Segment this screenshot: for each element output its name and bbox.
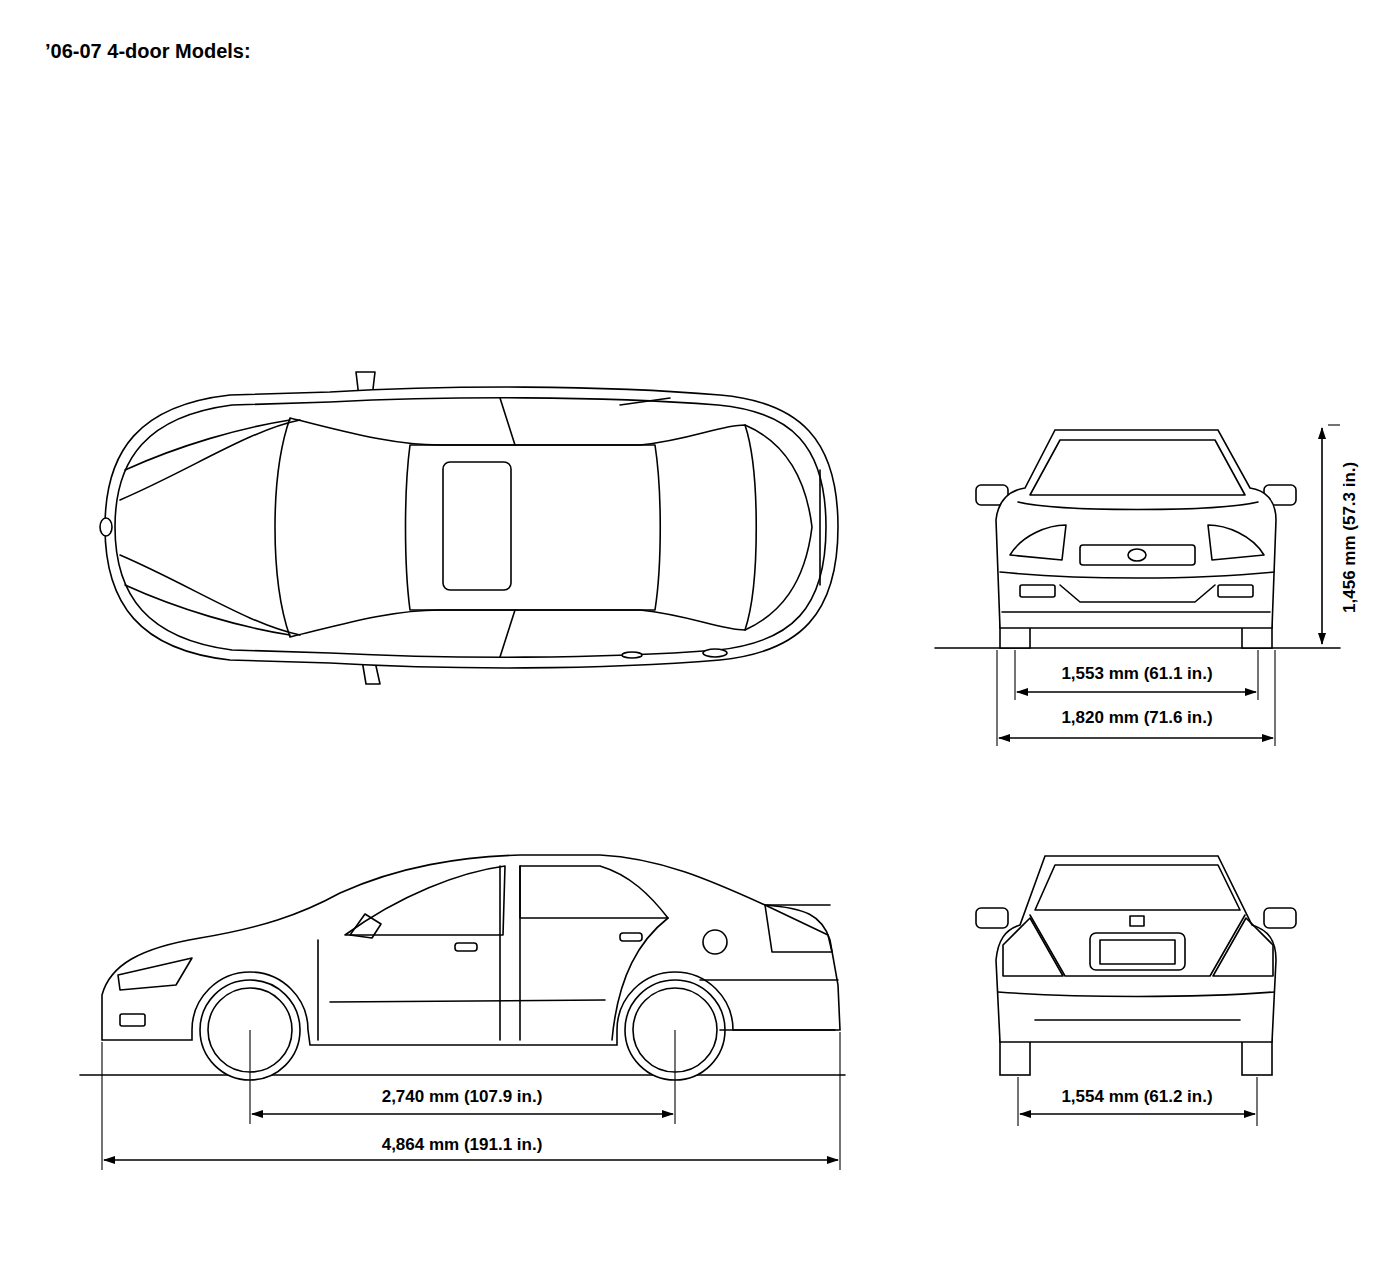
body-outline bbox=[1000, 572, 1274, 578]
dimension-line bbox=[1321, 428, 1323, 644]
dimension-line bbox=[252, 1113, 673, 1115]
extension-line bbox=[1256, 1077, 1257, 1126]
body-outline bbox=[765, 904, 830, 906]
body-outline bbox=[620, 398, 670, 405]
dimension-line bbox=[999, 737, 1273, 739]
body-outline bbox=[996, 856, 1276, 1042]
body-outline bbox=[1030, 440, 1245, 495]
body-outline bbox=[1010, 525, 1066, 560]
body-outline bbox=[765, 905, 832, 952]
body-outline bbox=[1090, 933, 1185, 970]
body-outline bbox=[115, 398, 826, 657]
body-outline bbox=[1264, 908, 1296, 928]
body-outline bbox=[1030, 915, 1245, 976]
body-outline bbox=[819, 470, 821, 585]
side-view bbox=[80, 855, 845, 1170]
body-outline bbox=[622, 652, 642, 658]
body-outline bbox=[500, 610, 515, 657]
extension-line bbox=[1328, 424, 1340, 425]
body-outline bbox=[500, 398, 515, 445]
body-outline bbox=[345, 866, 505, 935]
body-outline bbox=[519, 866, 521, 1040]
extension-line bbox=[839, 1032, 840, 1170]
body-outline bbox=[620, 933, 642, 941]
dimension-line bbox=[935, 647, 1340, 649]
body-outline bbox=[703, 649, 727, 657]
dimension-line bbox=[1020, 1113, 1255, 1115]
body-outline bbox=[330, 1000, 605, 1002]
body-outline bbox=[976, 908, 1008, 928]
body-outline bbox=[1213, 918, 1273, 976]
body-outline bbox=[1100, 940, 1175, 964]
body-outline bbox=[1080, 545, 1195, 565]
body-outline bbox=[1130, 916, 1144, 926]
body-outline bbox=[118, 958, 192, 990]
body-outline bbox=[317, 940, 319, 1040]
body-outline bbox=[350, 914, 381, 938]
page-title: ’06-07 4-door Models: bbox=[45, 40, 251, 63]
body-outline bbox=[443, 462, 511, 590]
top-view bbox=[100, 372, 838, 684]
body-outline bbox=[996, 430, 1276, 628]
wheel-outline bbox=[703, 930, 727, 954]
body-outline bbox=[1208, 525, 1264, 560]
dimension-label: 2,740 mm (107.9 in.) bbox=[379, 1088, 546, 1107]
dimension-line bbox=[1017, 691, 1256, 693]
body-outline bbox=[125, 585, 290, 635]
body-outline bbox=[1035, 865, 1240, 910]
body-outline bbox=[1003, 918, 1063, 976]
body-outline bbox=[455, 943, 477, 951]
extension-line bbox=[1257, 650, 1258, 700]
body-outline bbox=[120, 555, 300, 635]
extension-line bbox=[1017, 1077, 1018, 1126]
front-view bbox=[935, 425, 1340, 746]
body-outline bbox=[1128, 549, 1146, 561]
dimension-line bbox=[104, 1159, 838, 1161]
body-outline bbox=[100, 518, 112, 536]
dimension-label: 1,554 mm (61.2 in.) bbox=[1058, 1088, 1215, 1107]
extension-line bbox=[1014, 650, 1015, 700]
body-outline bbox=[125, 420, 290, 470]
rear-view bbox=[976, 856, 1296, 1126]
extension-line bbox=[996, 650, 997, 746]
body-outline bbox=[1018, 502, 1258, 510]
body-outline bbox=[499, 866, 501, 1040]
body-outline bbox=[1002, 611, 1270, 613]
dimension-label: 1,456 mm (57.3 in.) bbox=[1342, 458, 1361, 615]
dimension-line bbox=[80, 1074, 845, 1076]
dimension-label: 4,864 mm (191.1 in.) bbox=[379, 1136, 546, 1155]
dimension-label: 1,553 mm (61.1 in.) bbox=[1058, 665, 1215, 684]
body-outline bbox=[1218, 585, 1253, 597]
body-outline bbox=[1035, 1019, 1240, 1021]
body-outline bbox=[105, 387, 838, 668]
body-outline bbox=[998, 992, 1274, 997]
extension-line bbox=[249, 1030, 250, 1124]
extension-line bbox=[1274, 650, 1275, 746]
body-outline bbox=[275, 418, 756, 637]
body-outline bbox=[612, 918, 668, 1040]
body-outline bbox=[120, 420, 300, 500]
body-outline bbox=[1020, 585, 1055, 597]
body-outline bbox=[1060, 585, 1215, 602]
body-outline bbox=[120, 1014, 145, 1026]
extension-line bbox=[674, 1030, 675, 1124]
body-outline bbox=[520, 866, 668, 918]
extension-line bbox=[101, 1042, 102, 1170]
body-outline bbox=[406, 445, 661, 610]
dimension-label: 1,820 mm (71.6 in.) bbox=[1058, 709, 1215, 728]
body-outline bbox=[700, 980, 838, 1030]
body-outline bbox=[745, 425, 812, 630]
